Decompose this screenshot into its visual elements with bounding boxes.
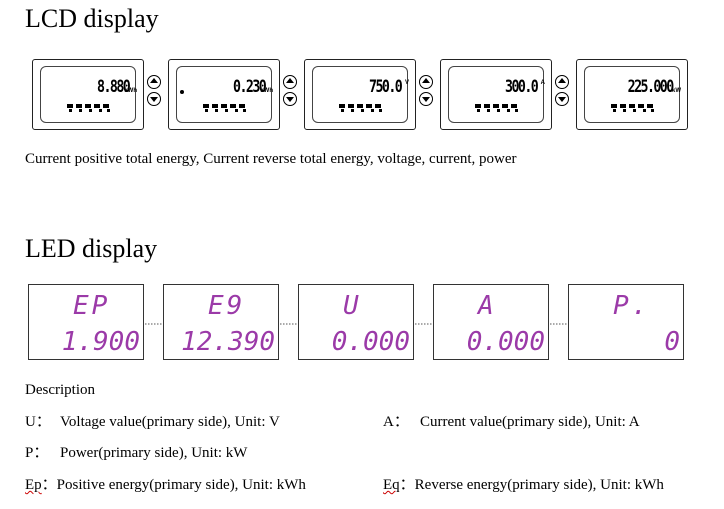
lcd-segment-bar-icon (67, 104, 110, 112)
led-label: E9 (208, 291, 246, 321)
lcd-value: 0.230 (232, 77, 267, 97)
connector-icon (280, 323, 298, 325)
lcd-nav-buttons (146, 74, 162, 108)
desc-eq-key: Eq (383, 477, 400, 493)
led-heading: LED display (25, 234, 158, 263)
desc-ep-row: Ep：Positive energy(primary side), Unit: … (25, 476, 306, 494)
led-panel-eq: E9 12.390 (163, 284, 279, 360)
lcd-caption: Current positive total energy, Current r… (25, 151, 517, 167)
lcd-unit: kWh (260, 88, 273, 94)
lcd-nav-buttons (554, 74, 570, 108)
nav-arrows-icon (283, 75, 297, 106)
lcd-dot (180, 90, 184, 94)
desc-eq-text: ：Reverse energy(primary side), Unit: kWh (399, 477, 664, 493)
desc-u-key: U： (25, 414, 51, 430)
connector-icon (145, 323, 163, 325)
lcd-segment-bar-icon (339, 104, 382, 112)
desc-u-text: Voltage value(primary side), Unit: V (60, 414, 280, 430)
led-label: U (343, 291, 362, 321)
desc-eq-row: Eq：Reverse energy(primary side), Unit: k… (383, 476, 664, 494)
lcd-value: 8.880 (96, 77, 131, 97)
nav-arrows-icon (147, 75, 161, 106)
lcd-screen (584, 66, 680, 123)
lcd-panel-current: 300.0 A (440, 59, 552, 130)
led-value: 0.000 (331, 327, 410, 357)
led-value: 0 (664, 327, 680, 357)
led-panel-ep: EP 1.900 (28, 284, 144, 360)
desc-a-text: Current value(primary side), Unit: A (420, 414, 640, 430)
lcd-panel-positive-energy: 8.880 kWh (32, 59, 144, 130)
lcd-nav-buttons (418, 74, 434, 108)
lcd-unit: V (404, 80, 409, 86)
led-panel-power: P. 0 (568, 284, 684, 360)
desc-a-key: A： (383, 414, 409, 430)
desc-ep-key: Ep (25, 477, 42, 493)
led-panel-current: A 0.000 (433, 284, 549, 360)
lcd-panel-power: 225.000 kW (576, 59, 688, 130)
lcd-segment-bar-icon (203, 104, 246, 112)
description-title: Description (25, 382, 95, 398)
led-panel-voltage: U 0.000 (298, 284, 414, 360)
desc-p-text: Power(primary side), Unit: kW (60, 445, 248, 461)
lcd-panel-reverse-energy: 0.230 kWh (168, 59, 280, 130)
lcd-unit: kW (672, 88, 681, 94)
led-value: 1.900 (61, 327, 140, 357)
led-label: P. (613, 291, 651, 321)
lcd-segment-bar-icon (611, 104, 654, 112)
lcd-segment-bar-icon (475, 104, 518, 112)
desc-p-key: P： (25, 445, 49, 461)
lcd-screen (312, 66, 408, 123)
connector-icon (415, 323, 433, 325)
led-value: 12.390 (181, 327, 275, 357)
lcd-unit: A (540, 80, 545, 86)
desc-ep-text: ：Positive energy(primary side), Unit: kW… (41, 477, 306, 493)
lcd-nav-buttons (282, 74, 298, 108)
nav-arrows-icon (555, 75, 569, 106)
lcd-screen (448, 66, 544, 123)
led-value: 0.000 (466, 327, 545, 357)
lcd-value: 300.0 (504, 77, 539, 97)
lcd-value: 750.0 (368, 77, 403, 97)
led-label: A (478, 291, 497, 321)
connector-icon (550, 323, 568, 325)
nav-arrows-icon (419, 75, 433, 106)
led-label: EP (73, 291, 111, 321)
lcd-screen (40, 66, 136, 123)
lcd-value: 225.000 (628, 77, 675, 97)
lcd-heading: LCD display (25, 4, 159, 33)
lcd-unit: kWh (124, 88, 137, 94)
lcd-panel-voltage: 750.0 V (304, 59, 416, 130)
lcd-screen (176, 66, 272, 123)
